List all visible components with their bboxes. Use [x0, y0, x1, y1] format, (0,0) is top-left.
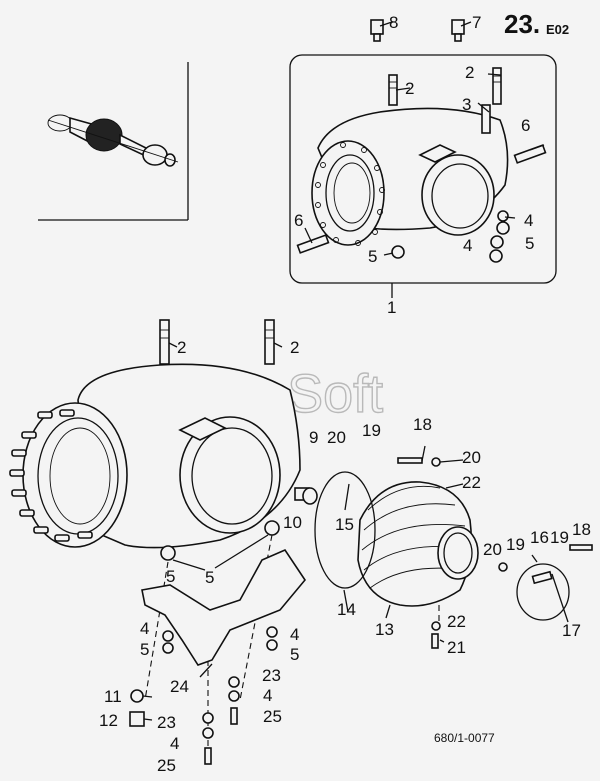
callout-labels: 8 7 2 2 3 6 6 4 5 4 5 5 1 2 2 9 20 19 18… — [99, 13, 591, 775]
callout-7: 7 — [472, 13, 481, 32]
callout-13: 13 — [375, 620, 394, 639]
nut-4-5-upper — [489, 210, 510, 263]
stud-2-upper-left — [388, 74, 398, 106]
callout-4: 4 — [170, 734, 179, 753]
flange-studs — [9, 409, 93, 542]
group-number: 23. — [504, 9, 540, 39]
nut-5-lower-right — [264, 520, 280, 536]
callout-4: 4 — [290, 625, 299, 644]
callout-2: 2 — [177, 338, 186, 357]
bolt-25-right — [230, 707, 238, 725]
bolt-21 — [431, 633, 439, 649]
callout-22: 22 — [462, 473, 481, 492]
callout-20: 20 — [483, 540, 502, 559]
bracket-24 — [141, 548, 306, 666]
axle-thumbnail-image — [47, 114, 179, 167]
screw-18-right — [569, 544, 593, 551]
callout-5: 5 — [205, 568, 214, 587]
nut-5-bottom — [391, 245, 405, 259]
callout-25: 25 — [263, 707, 282, 726]
callout-5: 5 — [166, 567, 175, 586]
rubber-boot-13 — [357, 481, 479, 607]
callout-16: 16 — [530, 528, 549, 547]
washer-22 — [431, 621, 441, 631]
callout-9: 9 — [309, 428, 318, 447]
clamp-17 — [516, 563, 570, 621]
plug-7 — [451, 19, 472, 42]
washer-20-right — [498, 562, 508, 572]
nut-5-lower-left — [160, 545, 176, 561]
callout-18: 18 — [413, 415, 432, 434]
callout-5: 5 — [290, 645, 299, 664]
callout-4: 4 — [524, 211, 533, 230]
retaining-ring-14 — [314, 471, 376, 589]
callout-25: 25 — [157, 756, 176, 775]
inset-thumbnail — [38, 62, 189, 221]
housing-opening-lower — [179, 416, 281, 534]
callout-3: 3 — [462, 95, 471, 114]
flange-upper — [311, 140, 385, 246]
callout-15: 15 — [335, 515, 354, 534]
group-suffix: E02 — [546, 22, 569, 37]
callout-2: 2 — [405, 79, 414, 98]
callout-1: 1 — [387, 298, 396, 317]
stud-2-upper-right — [492, 67, 502, 105]
callout-17: 17 — [562, 621, 581, 640]
bolt-25-lower — [204, 747, 212, 765]
callout-12: 12 — [99, 711, 118, 730]
screw-18-upper — [397, 457, 423, 464]
callout-23: 23 — [262, 666, 281, 685]
stud-2-lower-right — [264, 319, 275, 365]
upper-housing-inset — [289, 54, 557, 298]
callout-10: 10 — [283, 513, 302, 532]
callout-4: 4 — [140, 619, 149, 638]
callout-5: 5 — [368, 247, 377, 266]
callout-5: 5 — [525, 234, 534, 253]
callout-20: 20 — [462, 448, 481, 467]
inset-frame — [289, 54, 557, 284]
callout-2: 2 — [465, 63, 474, 82]
main-axle-housing — [9, 319, 301, 571]
housing-opening-upper — [421, 154, 495, 236]
callout-20: 20 — [327, 428, 346, 447]
breather-9-10 — [294, 487, 318, 505]
callout-21: 21 — [447, 638, 466, 657]
callout-19: 19 — [362, 421, 381, 440]
callout-19: 19 — [506, 535, 525, 554]
callout-5: 5 — [140, 640, 149, 659]
callout-19: 19 — [550, 528, 569, 547]
leader-lines — [142, 73, 569, 721]
callout-18: 18 — [572, 520, 591, 539]
callout-4: 4 — [463, 236, 472, 255]
callout-24: 24 — [170, 677, 189, 696]
bolt-6-left — [296, 234, 330, 254]
bolt-6-right — [513, 144, 547, 164]
stud-3 — [481, 104, 491, 134]
drawing-reference: 680/1-0077 — [434, 731, 495, 745]
callout-2: 2 — [290, 338, 299, 357]
callout-14: 14 — [337, 600, 356, 619]
washer-20-upper — [431, 457, 441, 467]
callout-22: 22 — [447, 612, 466, 631]
callout-23: 23 — [157, 713, 176, 732]
callout-4: 4 — [263, 686, 272, 705]
plug-8 — [370, 19, 393, 42]
washer-11 — [130, 689, 144, 703]
callout-6: 6 — [521, 116, 530, 135]
stud-2-lower-left — [159, 319, 170, 365]
callout-11: 11 — [104, 687, 122, 706]
plug-12 — [129, 711, 145, 727]
callout-8: 8 — [389, 13, 398, 32]
callout-6: 6 — [294, 211, 303, 230]
